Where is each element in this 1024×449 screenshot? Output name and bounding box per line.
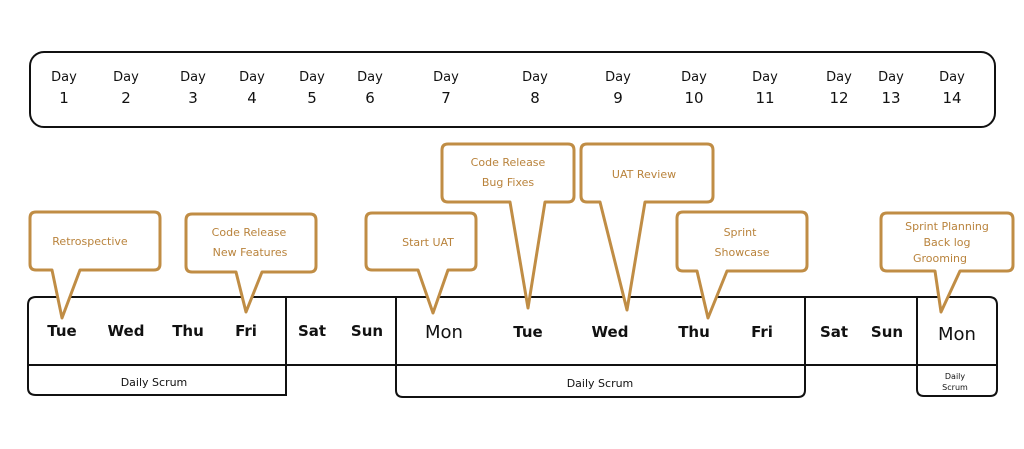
svg-text:Day: Day: [239, 70, 265, 85]
svg-text:Day: Day: [681, 70, 707, 85]
weekday-fri: Fri: [235, 322, 257, 340]
svg-text:14: 14: [942, 89, 961, 107]
weekday-wed: Wed: [592, 323, 629, 341]
daily-scrum-week3-line2: Scrum: [942, 383, 968, 392]
callout-uat-review: UAT Review: [579, 142, 715, 312]
callout-sprint-planning: Sprint Planning Back log Grooming: [879, 211, 1015, 314]
weekday-fri: Fri: [751, 323, 773, 341]
weekday-mon: Mon: [425, 322, 463, 343]
weekday-sun: Sun: [351, 322, 383, 340]
weekday-tue: Tue: [513, 323, 542, 341]
day-1: Day 1: [51, 70, 77, 107]
svg-text:Day: Day: [752, 70, 778, 85]
svg-text:7: 7: [441, 89, 451, 107]
callout-start-uat: Start UAT: [364, 211, 478, 315]
svg-text:Code Release: Code Release: [471, 156, 546, 169]
svg-text:Showcase: Showcase: [715, 246, 770, 259]
svg-text:Day: Day: [51, 70, 77, 85]
svg-text:Bug Fixes: Bug Fixes: [482, 176, 535, 189]
daily-scrum-labels: Daily Scrum Daily Scrum Daily Scrum: [121, 372, 968, 392]
day-strip: [29, 51, 996, 128]
svg-text:Back log: Back log: [924, 236, 971, 249]
svg-text:Day: Day: [433, 70, 459, 85]
week-grid: [27, 296, 998, 398]
svg-text:8: 8: [530, 89, 540, 107]
callout-retrospective: Retrospective: [28, 210, 162, 320]
svg-text:Day: Day: [357, 70, 383, 85]
callout-sprint-showcase: Sprint Showcase: [675, 210, 809, 320]
day-5: Day 5: [299, 70, 325, 107]
svg-text:6: 6: [365, 89, 375, 107]
svg-text:2: 2: [121, 89, 131, 107]
day-13: Day 13: [878, 70, 904, 107]
svg-text:Code Release: Code Release: [212, 226, 287, 239]
day-10: Day 10: [681, 70, 707, 107]
svg-text:Day: Day: [522, 70, 548, 85]
callout-code-release-new-features: Code Release New Features: [184, 212, 318, 314]
svg-text:11: 11: [755, 89, 774, 107]
weekday-sat: Sat: [820, 323, 848, 341]
svg-text:Day: Day: [299, 70, 325, 85]
svg-text:13: 13: [881, 89, 900, 107]
day-7: Day 7: [433, 70, 459, 107]
day-4: Day 4: [239, 70, 265, 107]
weekday-wed: Wed: [108, 322, 145, 340]
svg-text:1: 1: [59, 89, 69, 107]
svg-text:Day: Day: [180, 70, 206, 85]
daily-scrum-week3-line1: Daily: [945, 372, 966, 381]
svg-text:Day: Day: [878, 70, 904, 85]
svg-text:4: 4: [247, 89, 257, 107]
svg-text:3: 3: [188, 89, 198, 107]
day-3: Day 3: [180, 70, 206, 107]
svg-text:9: 9: [613, 89, 623, 107]
weekday-mon: Mon: [938, 324, 976, 345]
svg-text:10: 10: [684, 89, 703, 107]
day-2: Day 2: [113, 70, 139, 107]
weekday-thu: Thu: [678, 323, 710, 341]
weekday-sat: Sat: [298, 322, 326, 340]
svg-text:Day: Day: [939, 70, 965, 85]
svg-text:Sprint: Sprint: [724, 226, 758, 239]
svg-text:5: 5: [307, 89, 317, 107]
weekday-sun: Sun: [871, 323, 903, 341]
day-9: Day 9: [605, 70, 631, 107]
svg-text:Retrospective: Retrospective: [52, 235, 128, 248]
svg-text:Start UAT: Start UAT: [402, 236, 454, 249]
svg-text:Day: Day: [826, 70, 852, 85]
svg-text:Day: Day: [113, 70, 139, 85]
svg-text:Day: Day: [605, 70, 631, 85]
svg-text:New Features: New Features: [213, 246, 288, 259]
weekday-tue: Tue: [47, 322, 76, 340]
svg-text:12: 12: [829, 89, 848, 107]
day-12: Day 12: [826, 70, 852, 107]
daily-scrum-week1: Daily Scrum: [121, 376, 188, 389]
day-6: Day 6: [357, 70, 383, 107]
weekday-thu: Thu: [172, 322, 204, 340]
day-8: Day 8: [522, 70, 548, 107]
svg-text:Grooming: Grooming: [913, 252, 967, 265]
svg-text:UAT Review: UAT Review: [612, 168, 676, 181]
day-14: Day 14: [939, 70, 965, 107]
daily-scrum-week2: Daily Scrum: [567, 377, 634, 390]
weekday-labels: Tue Wed Thu Fri Sat Sun Mon Tue Wed Thu …: [47, 322, 976, 345]
callout-code-release-bug-fixes: Code Release Bug Fixes: [440, 142, 576, 310]
svg-text:Sprint Planning: Sprint Planning: [905, 220, 989, 233]
day-11: Day 11: [752, 70, 778, 107]
